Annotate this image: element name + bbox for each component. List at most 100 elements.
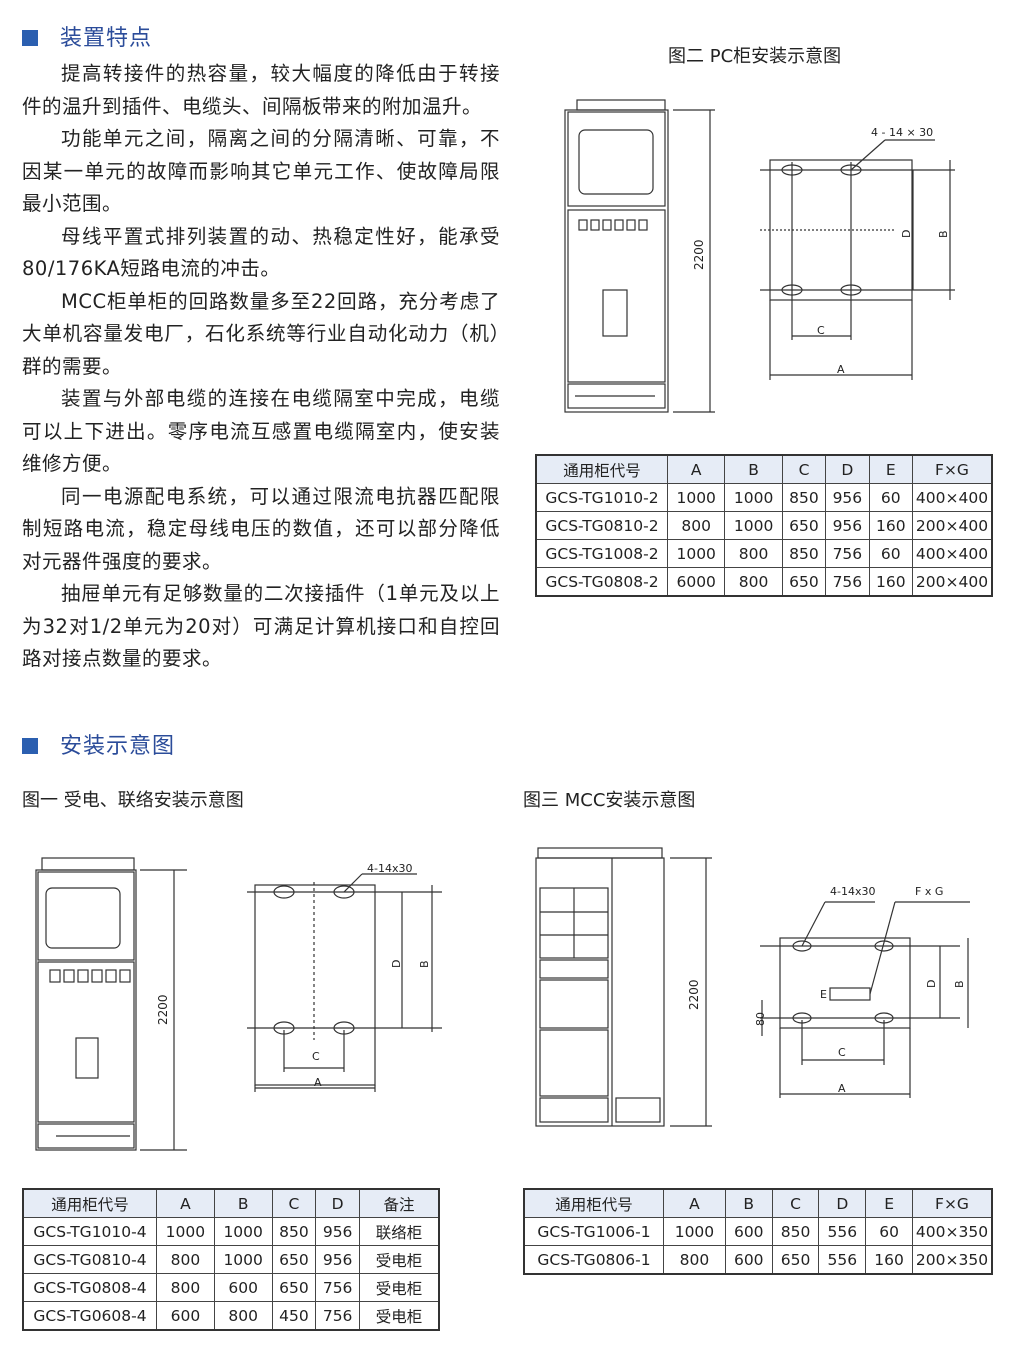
- fig1-dim-d: D: [390, 960, 403, 968]
- fig1-dim-a: A: [314, 1076, 322, 1089]
- table-cell: GCS-TG0808-2: [535, 567, 668, 597]
- table-cell: 60: [868, 483, 914, 512]
- fig2-drawing: 2200 4 - 14 × 30 C A D B: [564, 99, 955, 413]
- fig2-dim-a: A: [837, 363, 845, 376]
- table-cell: 556: [818, 1245, 867, 1275]
- table-header-cell: A: [666, 454, 726, 484]
- table-cell: 800: [213, 1301, 273, 1331]
- table-cell: 850: [781, 483, 827, 512]
- section-bullet-square: [22, 30, 38, 46]
- fig2-dim-b: B: [937, 230, 950, 238]
- table-header-cell: B: [213, 1188, 273, 1218]
- fig3-height-label: 2200: [687, 979, 701, 1010]
- table-cell: 1000: [213, 1217, 273, 1246]
- table-header-cell: 通用柜代号: [523, 1188, 664, 1218]
- table-cell: 956: [315, 1217, 360, 1246]
- table-cell: 800: [724, 539, 783, 568]
- table-cell: GCS-TG1008-2: [535, 539, 668, 568]
- table-cell: GCS-TG0810-2: [535, 511, 668, 540]
- table-header-cell: A: [663, 1188, 726, 1218]
- table-cell: 956: [315, 1245, 360, 1274]
- fig3-side-label: 80: [754, 1012, 767, 1026]
- table-header-cell: 通用柜代号: [22, 1188, 157, 1218]
- fig1-height-label: 2200: [156, 994, 170, 1025]
- feature-paragraph: 装置与外部电缆的连接在电缆隔室中完成，电缆可以上下进出。零序电流互感置电缆隔室内…: [22, 387, 500, 475]
- table-cell: 400×400: [912, 539, 993, 568]
- table-cell: 受电柜: [359, 1273, 440, 1302]
- table-cell: 1000: [724, 483, 783, 512]
- table-cell: 800: [724, 567, 783, 597]
- table-cell: 1000: [724, 511, 783, 540]
- table-header-cell: C: [271, 1188, 317, 1218]
- table-header-cell: 通用柜代号: [535, 454, 668, 484]
- table-cell: 956: [825, 483, 870, 512]
- table-cell: 1000: [666, 483, 726, 512]
- feature-paragraph: 母线平置式排列装置的动、热稳定性好，能承受80/176KA短路电流的冲击。: [22, 224, 500, 281]
- table-cell: 400×350: [912, 1217, 993, 1246]
- table-cell: 850: [781, 539, 827, 568]
- table-cell: 1000: [666, 539, 726, 568]
- table-cell: GCS-TG0808-4: [22, 1273, 157, 1302]
- feature-paragraph: 同一电源配电系统，可以通过限流电抗器匹配限制短路电流，稳定母线电压的数值，还可以…: [22, 484, 500, 573]
- feature-paragraph: MCC柜单柜的回路数量多至22回路，充分考虑了大单机容量发电厂，石化系统等行业自…: [22, 289, 500, 378]
- table-header-cell: F×G: [912, 454, 993, 484]
- table-cell: 60: [865, 1217, 913, 1246]
- fig1-hole-label: 4-14x30: [367, 862, 412, 875]
- table-cell: GCS-TG1006-1: [523, 1217, 664, 1246]
- fig2-dim-d: D: [900, 230, 913, 238]
- table-cell: 160: [868, 511, 914, 540]
- table-cell: 850: [271, 1217, 317, 1246]
- table-cell: 650: [771, 1245, 820, 1275]
- fig3-dim-b: B: [953, 980, 966, 988]
- table-header-row: 通用柜代号 A B C D E F×G: [523, 1188, 993, 1218]
- table-cell: 200×350: [912, 1245, 993, 1275]
- table-cell: GCS-TG0810-4: [22, 1245, 157, 1274]
- table-header-cell: B: [724, 454, 783, 484]
- table-cell: GCS-TG0608-4: [22, 1301, 157, 1331]
- table-cell: 160: [868, 567, 914, 597]
- table-cell: 756: [315, 1273, 360, 1302]
- fig2-title: 图二 PC柜安装示意图: [668, 46, 842, 67]
- table-cell: 650: [781, 567, 827, 597]
- feature-paragraph: 抽屉单元有足够数量的二次接插件（1单元及以上为32对1/2单元为20对）可满足计…: [22, 582, 500, 670]
- table-cell: 800: [666, 511, 726, 540]
- fig2-hole-label: 4 - 14 × 30: [871, 126, 933, 139]
- table-cell: 600: [213, 1273, 273, 1302]
- features-text: 提高转接件的热容量，较大幅度的降低由于转接件的温升到插件、电缆头、间隔板带来的附…: [22, 58, 500, 676]
- table-cell: 650: [271, 1245, 317, 1274]
- fig2-height-label: 2200: [692, 239, 706, 270]
- fig1-drawing: 2200 4-14x30 C A D B: [35, 857, 442, 1151]
- section-title-features: 装置特点: [22, 20, 152, 52]
- fig3-e-label: E: [820, 988, 827, 1001]
- table-cell: 800: [663, 1245, 726, 1275]
- fig3-fg-label: F x G: [915, 885, 943, 898]
- table-header-cell: 备注: [359, 1188, 440, 1218]
- section-title-install: 安装示意图: [22, 728, 175, 760]
- table-cell: GCS-TG1010-2: [535, 483, 668, 512]
- table-cell: 956: [825, 511, 870, 540]
- table-cell: 600: [724, 1217, 773, 1246]
- table-cell: 756: [825, 539, 870, 568]
- table-cell: GCS-TG0806-1: [523, 1245, 664, 1275]
- table-header-row: 通用柜代号 A B C D 备注: [22, 1188, 440, 1218]
- fig1-title: 图一 受电、联络安装示意图: [22, 790, 244, 811]
- feature-paragraph: 提高转接件的热容量，较大幅度的降低由于转接件的温升到插件、电缆头、间隔板带来的附…: [22, 62, 500, 118]
- section-bullet-square: [22, 738, 38, 754]
- table-header-cell: C: [771, 1188, 820, 1218]
- table-cell: 600: [156, 1301, 215, 1331]
- table-cell: 650: [781, 511, 827, 540]
- table-cell: 160: [865, 1245, 913, 1275]
- table-cell: 受电柜: [359, 1301, 440, 1331]
- table-header-cell: D: [315, 1188, 360, 1218]
